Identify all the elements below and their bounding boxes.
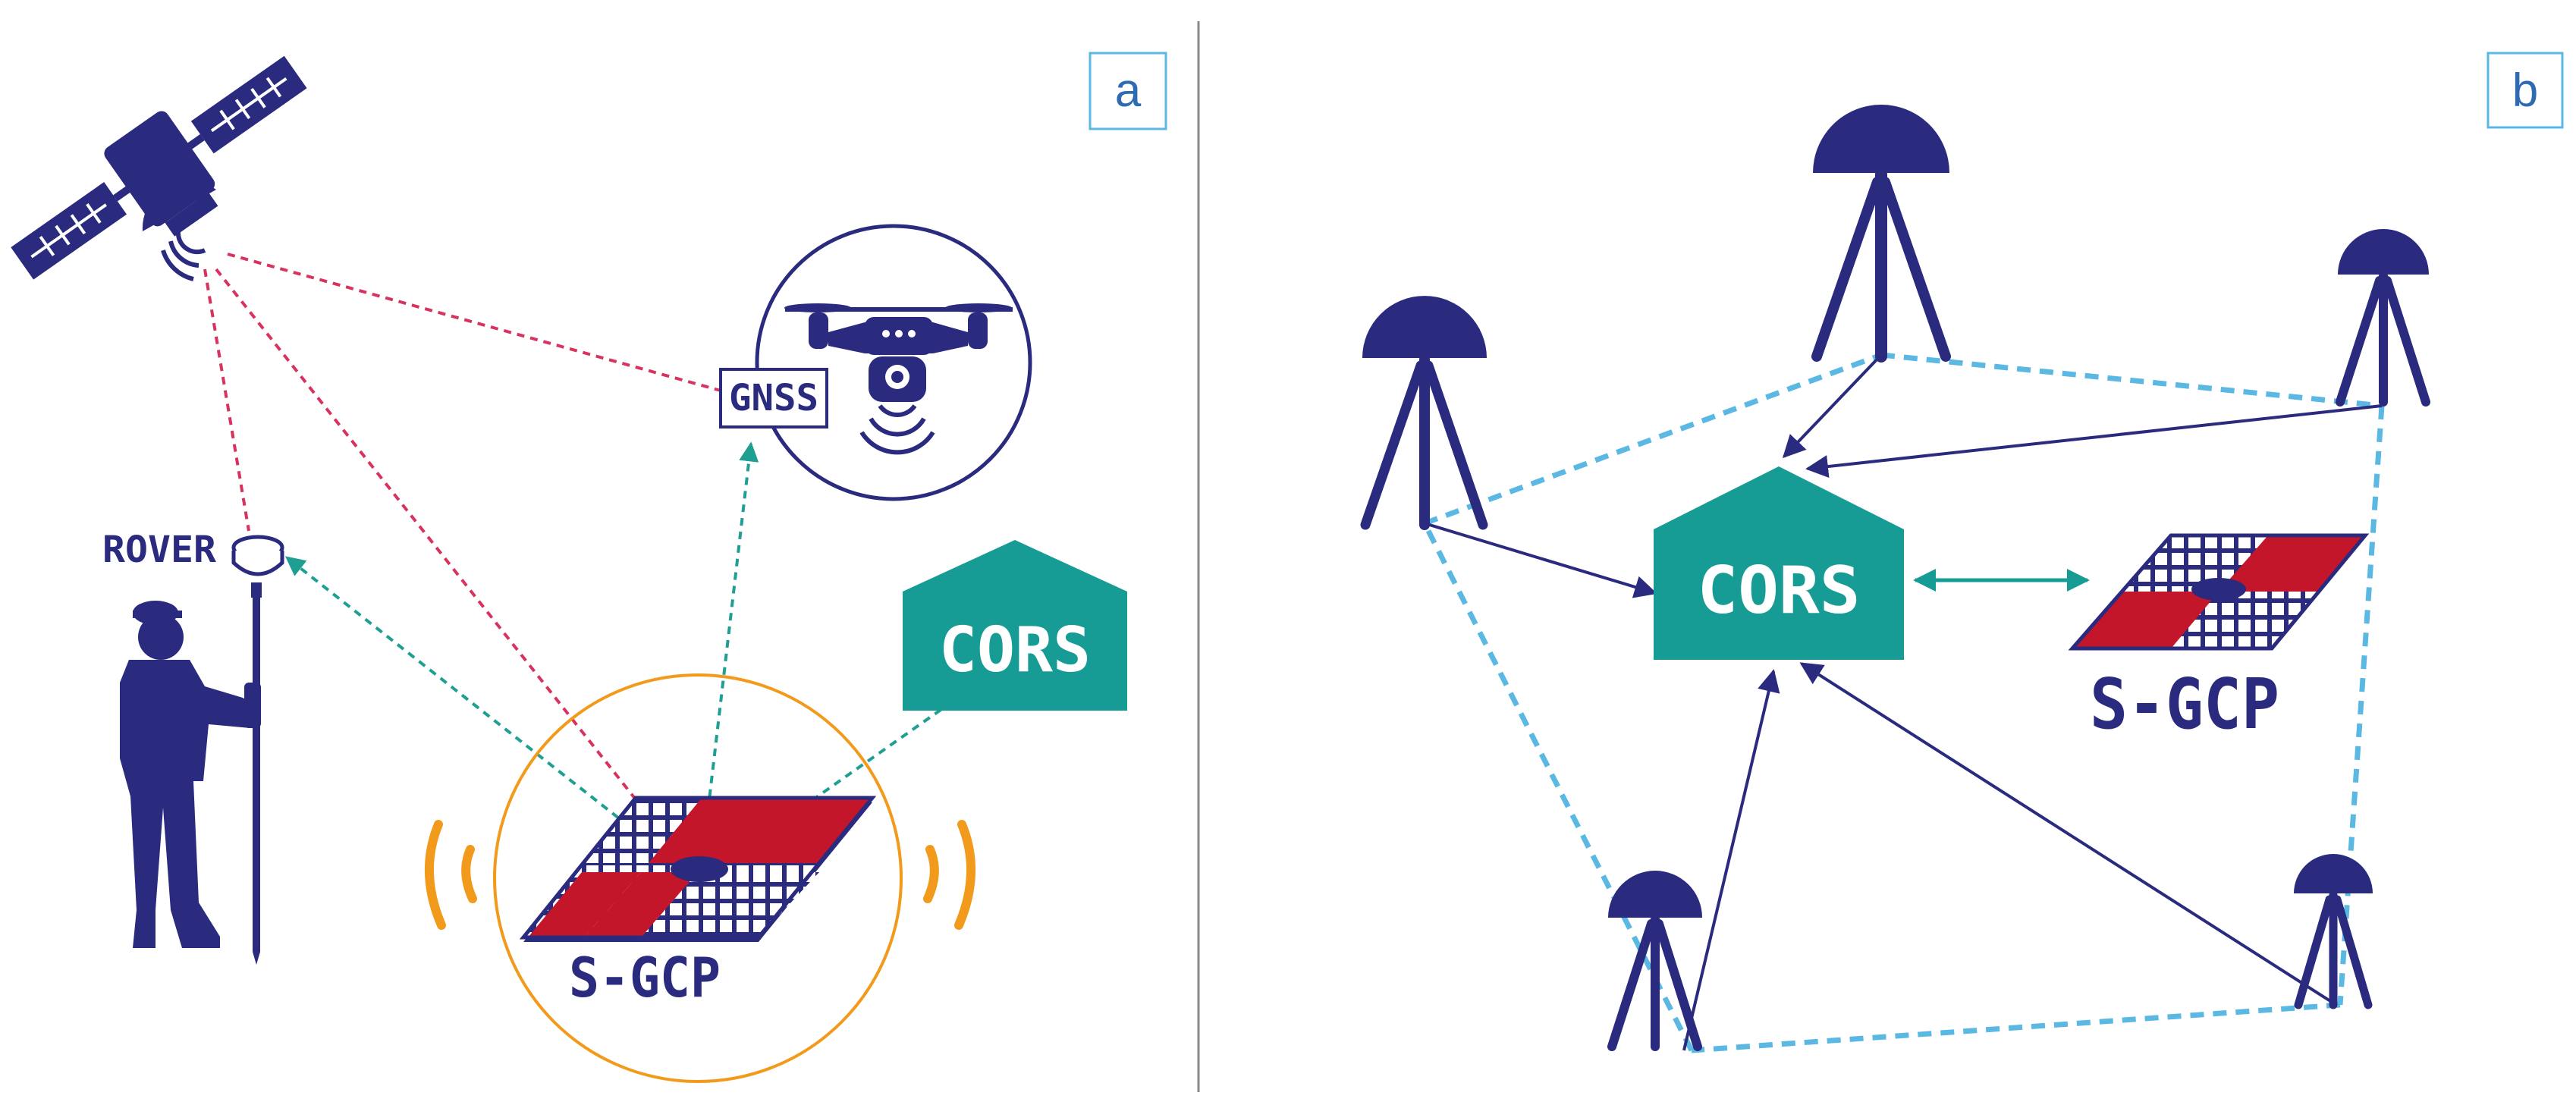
gnss-receiver-box: GNSS <box>719 368 828 429</box>
panel-tag-a-text: a <box>1115 64 1142 117</box>
satellite-to-gnss-line <box>227 253 721 392</box>
panel-b: b <box>1360 52 2564 1053</box>
rover-label: ROVER <box>102 529 216 571</box>
panel-a: a <box>11 52 1167 1083</box>
station-bottom-left-to-cors-arrow <box>1682 669 1780 1051</box>
satellite-to-sgcp-line <box>215 268 692 870</box>
signal-waves-icon <box>425 820 975 930</box>
sgcp-label-a: S-GCP <box>569 946 721 1009</box>
network-edge <box>1422 522 1695 1052</box>
network-edge <box>1691 1002 2341 1053</box>
network-edge <box>2337 405 2385 1006</box>
sgcp-coverage-circle <box>493 673 903 1083</box>
satellite-icon <box>11 55 307 281</box>
sgcp-target-b <box>2068 533 2370 651</box>
reference-station-icon <box>1360 105 2430 1051</box>
reference-station-left <box>1360 296 1488 530</box>
station-top-to-cors-arrow <box>1782 353 1883 459</box>
cors-label-a: CORS <box>939 614 1091 686</box>
reference-station-top <box>1811 105 1951 363</box>
station-right-to-cors-arrow <box>1805 404 2383 478</box>
sgcp-to-gnss-arrow <box>700 441 759 865</box>
reference-network <box>1422 352 2385 1053</box>
reference-station-right <box>2336 229 2430 407</box>
network-edge <box>1423 352 1883 526</box>
gnss-antenna-icon <box>231 535 284 965</box>
reference-station-bottom-left <box>1607 871 1702 1051</box>
surveyor-icon <box>120 601 261 948</box>
sgcp-to-rover-arrow <box>284 556 684 870</box>
cors-station-a: CORS <box>903 540 1127 711</box>
gnss-label: GNSS <box>729 377 818 419</box>
panel-tag-b: b <box>2486 52 2564 129</box>
panel-tag-b-text: b <box>2512 64 2538 117</box>
cors-label-b: CORS <box>1698 553 1861 629</box>
station-bottom-right-to-cors-arrow <box>1799 662 2338 1006</box>
satellite-to-rover-line <box>203 268 250 532</box>
data-flow-arrows <box>1424 353 2383 1051</box>
sgcp-target-a <box>519 796 877 942</box>
network-edge <box>1880 352 2383 409</box>
cors-station-b: CORS <box>1654 466 1904 660</box>
station-left-to-cors-arrow <box>1424 522 1657 598</box>
sgcp-label-b: S-GCP <box>2090 664 2279 745</box>
reference-station-bottom-right <box>2294 854 2373 1009</box>
drone-icon <box>755 224 1032 501</box>
panel-tag-a: a <box>1089 52 1167 130</box>
